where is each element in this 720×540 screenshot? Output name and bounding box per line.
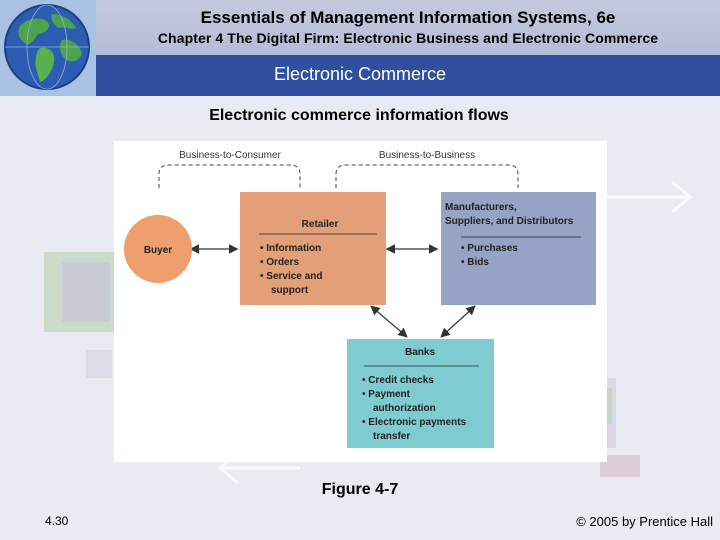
manufacturers-box [441,192,596,305]
app-title: Essentials of Management Information Sys… [200,8,616,27]
buyer-label: Buyer [144,245,172,256]
b2c-label: Business-to-Consumer [179,150,281,161]
globe-icon [0,0,96,96]
background-arrow-right [606,180,693,214]
banks-title: Banks [405,347,435,358]
manufacturers-title-line2: Suppliers, and Distributors [445,216,574,227]
retailer-node: Retailer • Information • Orders • Servic… [240,192,386,305]
buyer-circle [124,215,192,283]
banks-box [347,339,494,448]
retailer-item: • Orders [260,257,300,268]
copyright-notice: © 2005 by Prentice Hall [576,514,713,529]
b2c-bracket [158,164,301,188]
banks-item: • Credit checks [362,375,434,386]
background-monitor-left [44,252,116,378]
slide-header: Essentials of Management Information Sys… [0,0,720,96]
diagram-title-text: Electronic commerce information flows [209,107,509,124]
diagram-title: Electronic commerce information flows [0,107,720,125]
subtitle-band [96,55,720,96]
arrow-retailer-banks [370,305,408,338]
manufacturers-title-line1: Manufacturers, [445,202,517,213]
section-title: Electronic Commerce [273,64,447,84]
banks-node: Banks • Credit checks • Payment authoriz… [347,339,494,448]
banks-item: authorization [373,403,436,414]
manufacturers-item: • Bids [461,257,489,268]
retailer-title: Retailer [302,219,339,230]
manufacturers-item: • Purchases [461,243,518,254]
figure-caption: Figure 4-7 [321,481,399,498]
flow-arrows [189,244,476,338]
banks-item: • Payment [362,389,411,400]
arrow-manufacturers-banks [440,305,476,338]
banks-item: transfer [373,431,410,442]
retailer-item: • Service and [260,271,322,282]
b2b-label: Business-to-Business [379,150,475,161]
buyer-node: Buyer [124,215,192,283]
retailer-item: • Information [260,243,321,254]
ecommerce-flow-diagram: Business-to-Consumer Business-to-Busines… [114,141,607,462]
b2b-bracket [335,164,519,188]
slide-number: 4.30 [45,514,69,528]
retailer-item: support [271,285,309,296]
banks-item: • Electronic payments [362,417,467,428]
retailer-box [240,192,386,305]
title-band [96,0,720,55]
manufacturers-node: Manufacturers, Suppliers, and Distributo… [441,192,596,305]
chapter-title: Chapter 4 The Digital Firm: Electronic B… [157,30,659,46]
